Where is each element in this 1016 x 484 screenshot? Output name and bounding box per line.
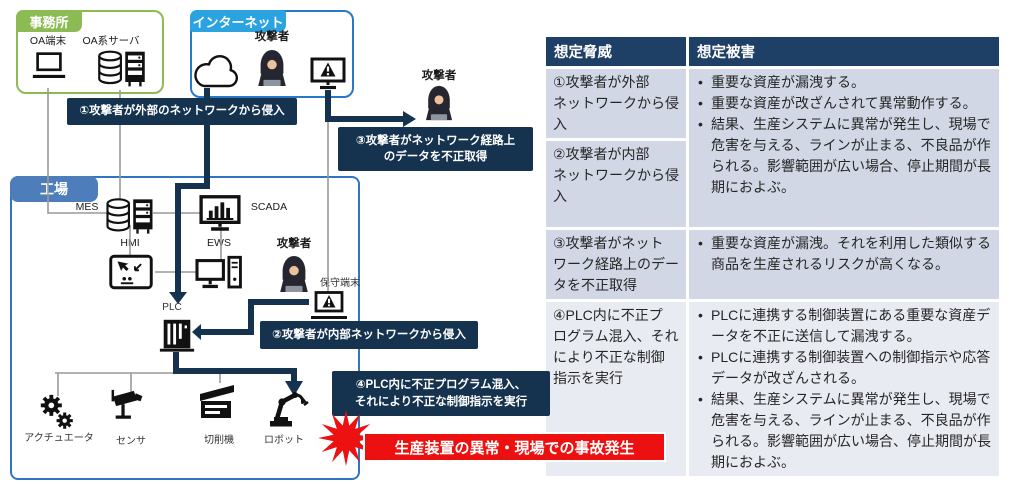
external-attacker-icon xyxy=(421,84,457,122)
office-zone-tab: 事務所 xyxy=(16,10,82,32)
threat-2-cell: ②攻撃者が内部 ネットワークから侵入 xyxy=(546,141,686,227)
oa-laptop-icon xyxy=(30,50,68,82)
factory-zone-title: 工場 xyxy=(40,181,68,197)
actuator-label: アクチュエータ xyxy=(24,433,94,444)
incident-alert-banner: 生産装置の異常・現場での事故発生 xyxy=(363,432,666,462)
threat-3-cell: ③攻撃者がネット ワーク経路上のデー タを不正取得 xyxy=(546,230,686,299)
cutting-machine-icon xyxy=(194,382,242,430)
attack-step-1-text: ①攻撃者が外部のネットワークから侵入 xyxy=(79,105,285,118)
header-threat: 想定脅威 xyxy=(546,37,686,66)
sensor-camera-icon xyxy=(108,388,152,430)
factory-attacker-icon xyxy=(275,254,313,294)
oa-terminal-label: OA端末 xyxy=(29,35,67,47)
internet-zone-title: インターネット xyxy=(192,14,284,30)
damage-4-cell: PLCに連携する制御装置にある重要な資産データを不正に送信して漏洩する。 PLC… xyxy=(689,302,999,476)
external-attacker-label: 攻撃者 xyxy=(421,70,457,82)
attack-step-3-banner: ③攻撃者がネットワーク経路上 のデータを不正取得 xyxy=(338,127,533,171)
internet-attacker-label: 攻撃者 xyxy=(254,31,290,43)
robot-arm-icon xyxy=(262,384,310,432)
maintenance-laptop-icon xyxy=(306,290,352,324)
attack-step-2-banner: ②攻撃者が内部ネットワークから侵入 xyxy=(260,321,478,349)
office-zone-box xyxy=(16,10,164,94)
threat-1-cell: ①攻撃者が外部 ネットワークから侵入 xyxy=(546,69,686,138)
damage-bullet: 結果、生産システムに異常が発生し、現場で危害を与える、ラインが止まる、不良品が作… xyxy=(696,114,992,198)
scada-label: SCADA xyxy=(250,201,288,213)
compromised-monitor-icon xyxy=(308,56,348,92)
damage-bullet: 重要な資産が改ざんされて異常動作する。 xyxy=(696,93,992,114)
robot-label: ロボット xyxy=(264,435,304,446)
table-row: ②攻撃者が内部 ネットワークから侵入 xyxy=(546,141,999,227)
mes-server-icon xyxy=(102,194,158,239)
attack-step-4-text: ④PLC内に不正プログラム混入、 それにより不正な制御指示を実行 xyxy=(354,379,528,408)
oa-server-icon xyxy=(96,46,148,92)
table-row: ③攻撃者がネット ワーク経路上のデー タを不正取得 重要な資産が漏洩。それを利用… xyxy=(546,230,999,299)
attack-step-2-text: ②攻撃者が内部ネットワークから侵入 xyxy=(272,328,466,341)
cloud-icon xyxy=(192,54,242,90)
internet-attacker-icon xyxy=(253,48,291,88)
table-header-row: 想定脅威 想定被害 xyxy=(546,37,999,66)
scada-monitor-icon xyxy=(196,194,244,234)
header-damage: 想定被害 xyxy=(689,37,999,66)
ews-workstation-icon xyxy=(194,254,244,298)
maintenance-terminal-label: 保守端末 xyxy=(320,278,360,289)
attack-step-4-banner: ④PLC内に不正プログラム混入、 それにより不正な制御指示を実行 xyxy=(332,371,550,416)
mes-label: MES xyxy=(75,201,99,213)
table-row: ①攻撃者が外部 ネットワークから侵入 重要な資産が漏洩する。 重要な資産が改ざん… xyxy=(546,69,999,227)
factory-attacker-label: 攻撃者 xyxy=(276,238,312,250)
plc-label: PLC xyxy=(162,302,182,313)
incident-alert-text: 生産装置の異常・現場での事故発生 xyxy=(394,439,635,457)
damage-bullet: PLCに連携する制御装置にある重要な資産データを不正に送信して漏洩する。 xyxy=(696,305,992,347)
plc-icon xyxy=(158,316,196,354)
actuator-icon xyxy=(36,392,80,434)
damage-bullet: 重要な資産が漏洩する。 xyxy=(696,72,992,93)
ews-label: EWS xyxy=(207,237,231,249)
hmi-panel-icon xyxy=(106,254,156,290)
damage-bullet: 結果、生産システムに異常が発生し、現場で危害を与える、ラインが止まる、不良品が作… xyxy=(696,389,992,473)
factory-zone-tab: 工場 xyxy=(10,176,98,202)
cutter-label: 切削機 xyxy=(204,435,234,446)
attack-step-1-banner: ①攻撃者が外部のネットワークから侵入 xyxy=(67,98,297,125)
oa-server-label: OA系サーバ xyxy=(82,35,140,47)
office-zone-title: 事務所 xyxy=(29,14,69,30)
damage-1-2-cell: 重要な資産が漏洩する。 重要な資産が改ざんされて異常動作する。 結果、生産システ… xyxy=(689,69,999,227)
sensor-label: センサ xyxy=(116,436,146,447)
threat-damage-table: 想定脅威 想定被害 ①攻撃者が外部 ネットワークから侵入 重要な資産が漏洩する。… xyxy=(543,34,1002,479)
damage-bullet: 重要な資産が漏洩。それを利用した類似する商品を生産されるリスクが高くなる。 xyxy=(696,233,992,275)
damage-bullet: PLCに連携する制御装置への制御指示や応答データが改ざんされる。 xyxy=(696,347,992,389)
attack-step-3-text: ③攻撃者がネットワーク経路上 のデータを不正取得 xyxy=(355,134,516,163)
damage-3-cell: 重要な資産が漏洩。それを利用した類似する商品を生産されるリスクが高くなる。 xyxy=(689,230,999,299)
internet-zone-tab: インターネット xyxy=(190,10,286,32)
